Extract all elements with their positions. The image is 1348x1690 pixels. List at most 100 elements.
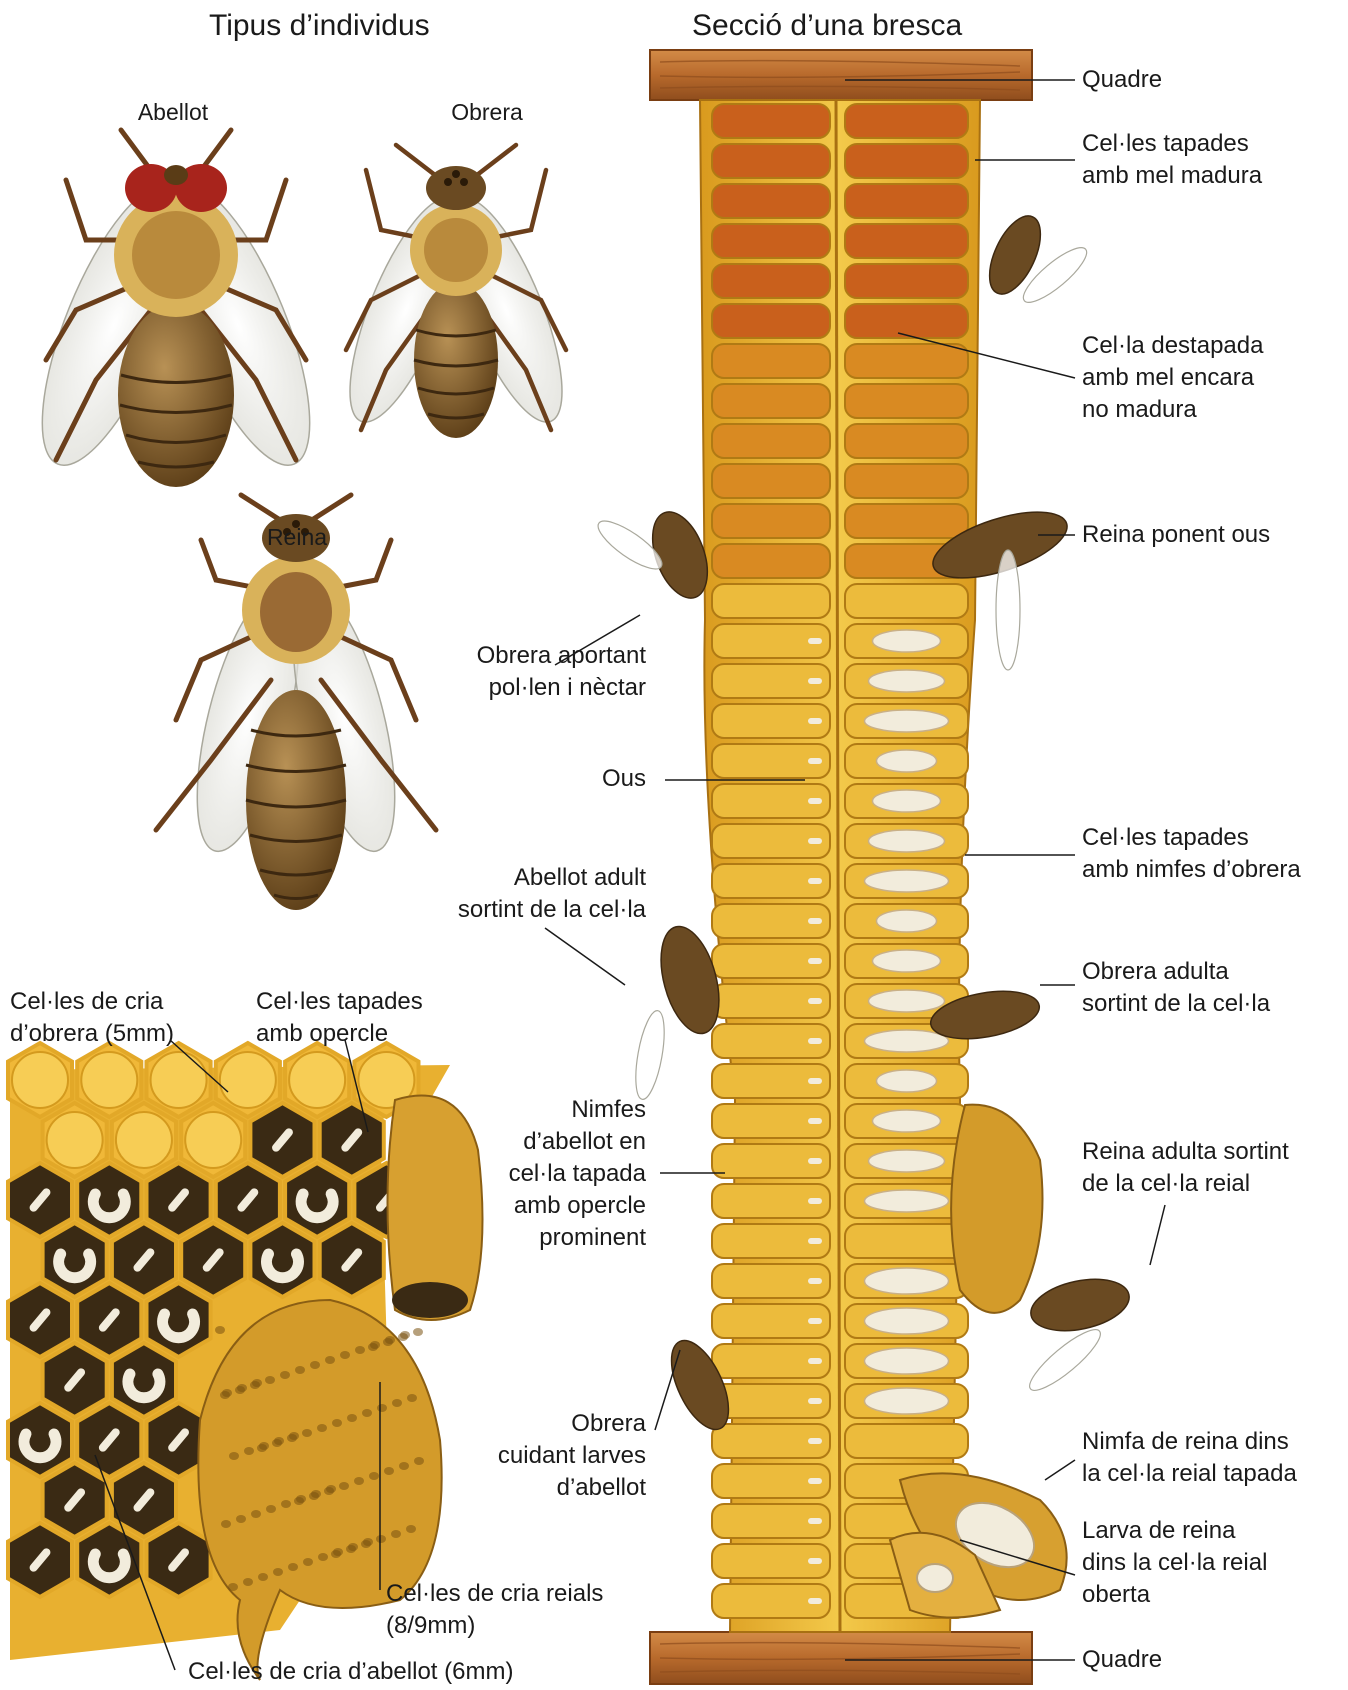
label-queen: Reina (242, 523, 352, 551)
wax-pit (392, 1399, 402, 1407)
wax-pit (369, 1472, 379, 1480)
egg (808, 998, 822, 1004)
larva (869, 830, 945, 852)
egg (808, 838, 822, 844)
egg (808, 1198, 822, 1204)
egg (808, 1398, 822, 1404)
label-worker-brood-cells: Cel·les de criad’obrera (5mm) (10, 986, 174, 1050)
wax-pit (346, 1545, 356, 1553)
wax-pit (347, 1414, 357, 1422)
comb-cell (845, 424, 968, 458)
larva (865, 1030, 949, 1052)
inset-cell (147, 1283, 211, 1357)
comb-cell (712, 184, 830, 218)
larva (869, 1150, 945, 1172)
wax-pit (272, 1439, 282, 1447)
wax-pit (406, 1525, 416, 1533)
inset-cell (250, 1223, 314, 1297)
wax-pit (332, 1419, 342, 1427)
larva (873, 630, 941, 652)
comb-cell (845, 264, 968, 298)
label-eggs: Ous (602, 763, 646, 795)
comb-cell (845, 384, 968, 418)
label-drone: Abellot (118, 98, 228, 126)
cell-cap (81, 1052, 137, 1108)
drone-pupa (865, 1388, 949, 1414)
egg (808, 1038, 822, 1044)
wax-pit (339, 1482, 349, 1490)
wax-pit (258, 1573, 268, 1581)
comb-cell (845, 464, 968, 498)
wax-pit (391, 1530, 401, 1538)
wax-pit (251, 1510, 261, 1518)
egg (808, 1118, 822, 1124)
egg (808, 1278, 822, 1284)
wax-pit (398, 1333, 408, 1341)
egg (808, 798, 822, 804)
comb-cell (845, 104, 968, 138)
wax-pit (228, 1583, 238, 1591)
comb-cell (712, 104, 830, 138)
inset-cell (77, 1163, 141, 1237)
wax-pit (414, 1457, 424, 1465)
wax-pit (221, 1520, 231, 1528)
larva (865, 710, 949, 732)
wax-pit (331, 1550, 341, 1558)
egg (808, 878, 822, 884)
wax-pit (355, 1346, 365, 1354)
larva (865, 870, 949, 892)
egg (808, 1478, 822, 1484)
wax-pit (384, 1467, 394, 1475)
wax-pit (302, 1429, 312, 1437)
comb-cell (845, 224, 968, 258)
cell-cap (47, 1112, 103, 1168)
wax-pit (236, 1515, 246, 1523)
wax-pit (325, 1356, 335, 1364)
egg (808, 1078, 822, 1084)
larva (877, 750, 937, 772)
egg (808, 638, 822, 644)
label-queen-laying: Reina ponent ous (1082, 519, 1270, 551)
egg (808, 1358, 822, 1364)
wax-pit (413, 1328, 423, 1336)
inset-cell (8, 1403, 72, 1477)
wax-pit (399, 1462, 409, 1470)
drone-pupa (865, 1348, 949, 1374)
royal-cell-opening (392, 1282, 468, 1318)
wax-pit (266, 1505, 276, 1513)
label-capped-ripe-honey: Cel·les tapadesamb mel madura (1082, 128, 1262, 192)
wax-pit (229, 1452, 239, 1460)
wax-pit (220, 1391, 230, 1399)
egg (808, 1318, 822, 1324)
drone-bee-illustration (13, 130, 338, 487)
label-royal-brood-cells: Cel·les de cria reials(8/9mm) (386, 1578, 603, 1642)
larva (877, 910, 937, 932)
egg (808, 918, 822, 924)
wax-pit (368, 1343, 378, 1351)
egg (808, 1438, 822, 1444)
wax-pit (303, 1558, 313, 1566)
heading-section: Secció d’una bresca (692, 8, 962, 44)
comb-cell (845, 1224, 968, 1258)
comb-cell (845, 144, 968, 178)
wax-pit (287, 1434, 297, 1442)
cell-cap (289, 1052, 345, 1108)
frame-top (650, 50, 1032, 100)
queen-cell-hanging (951, 1105, 1042, 1313)
comb-cell (712, 584, 830, 618)
label-drone-brood-cells: Cel·les de cria d’abellot (6mm) (188, 1656, 513, 1688)
comb-cell (712, 464, 830, 498)
cell-cap (220, 1052, 276, 1108)
egg (808, 678, 822, 684)
label-frame-bottom: Quadre (1082, 1644, 1162, 1676)
egg (808, 1238, 822, 1244)
wax-pit (407, 1394, 417, 1402)
